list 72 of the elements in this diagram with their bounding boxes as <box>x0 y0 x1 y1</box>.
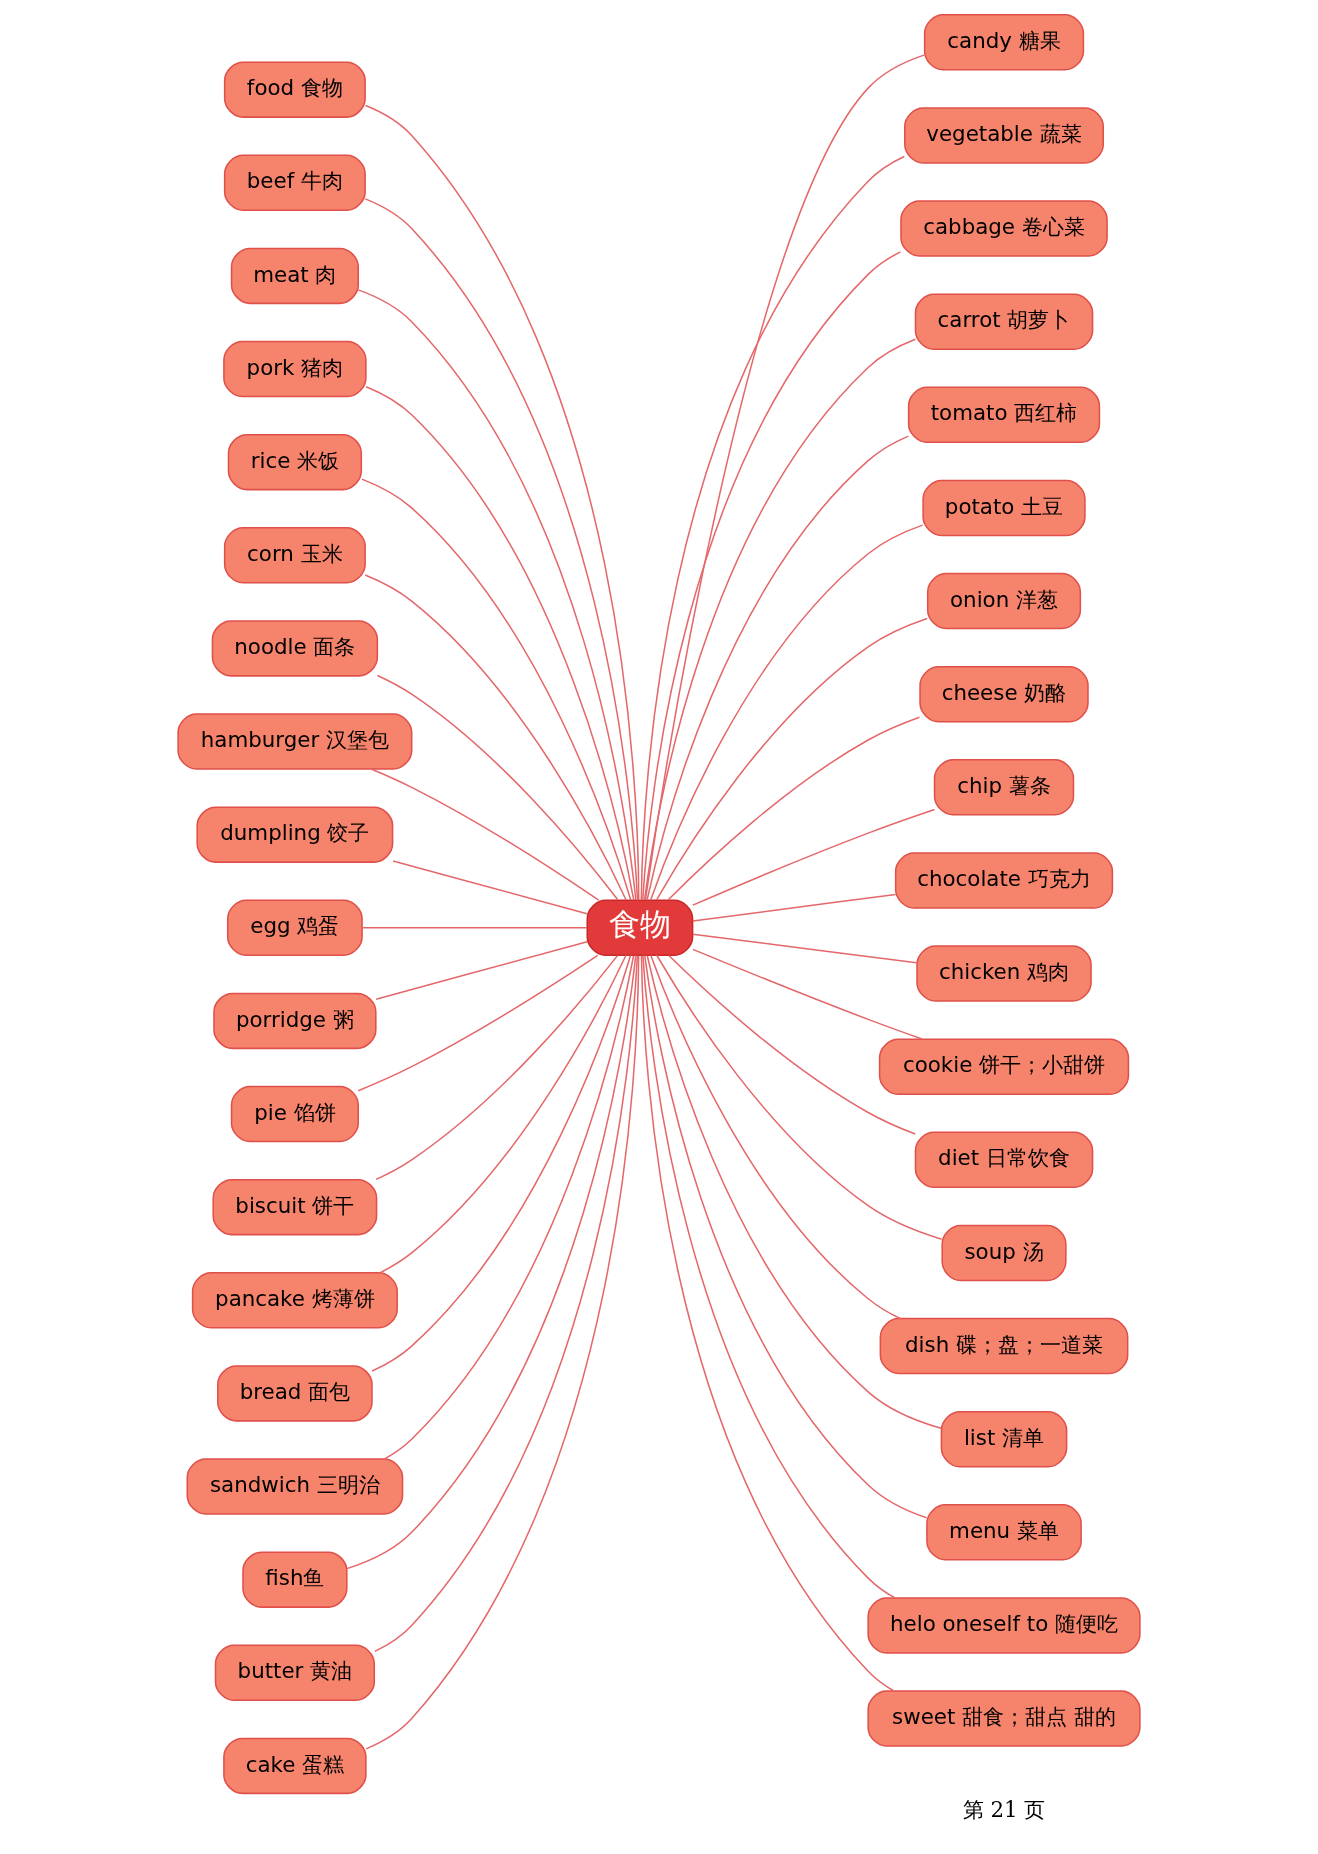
node-box: menu 菜单 <box>926 1504 1082 1561</box>
node-box: rice 米饭 <box>227 433 363 491</box>
connector <box>365 386 635 901</box>
node-box: pork 猪肉 <box>223 340 367 398</box>
connector <box>644 54 925 901</box>
node-box: bread 面包 <box>217 1365 373 1422</box>
node-box: potato 土豆 <box>922 479 1086 537</box>
node-box: chocolate 巧克力 <box>894 852 1114 909</box>
connector <box>361 927 588 929</box>
connector <box>370 768 600 901</box>
connector <box>656 954 943 1240</box>
connector <box>668 955 917 1135</box>
node-box: fish鱼 <box>242 1551 348 1608</box>
connector <box>365 954 640 1750</box>
node-box: diet 日常饮食 <box>914 1131 1094 1189</box>
node-box: vegetable 蔬菜 <box>904 107 1104 164</box>
node-box: soup 汤 <box>941 1224 1067 1282</box>
connector <box>692 808 936 906</box>
node-box: chicken 鸡肉 <box>916 945 1092 1002</box>
connector <box>375 954 619 1181</box>
connector <box>371 954 632 1372</box>
node-box: pie 馅饼 <box>230 1085 359 1143</box>
node-box: butter 黄油 <box>214 1644 376 1701</box>
node-box: egg 鸡蛋 <box>226 899 363 956</box>
node-box: chip 薯条 <box>933 759 1075 816</box>
node-box: dish 碟；盘；一道菜 <box>879 1317 1129 1375</box>
connector <box>655 617 928 901</box>
connector <box>357 954 599 1092</box>
connector <box>646 435 910 901</box>
connector <box>357 289 637 901</box>
node-box: cabbage 卷心菜 <box>900 200 1108 257</box>
node-box: onion 洋葱 <box>926 572 1082 630</box>
node-box: carrot 胡萝卜 <box>914 293 1094 350</box>
connector <box>376 674 619 901</box>
connector <box>392 860 588 915</box>
node-box: noodle 面条 <box>211 620 379 677</box>
node-box: cake 蛋糕 <box>223 1737 367 1795</box>
node-box: sweet 甜食；甜点 甜的 <box>867 1690 1141 1747</box>
node-box: sandwich 三明治 <box>186 1458 404 1515</box>
node-box: cookie 饼干；小甜饼 <box>878 1038 1130 1095</box>
connector <box>346 954 637 1570</box>
connector <box>361 478 632 901</box>
connector <box>643 954 928 1519</box>
node-box: pancake 烤薄饼 <box>191 1272 398 1329</box>
connector <box>643 338 917 901</box>
connector <box>364 574 627 901</box>
label: 第 21 页 <box>962 1797 1046 1823</box>
node-box: helo oneself to 随便吃 <box>867 1597 1141 1654</box>
node-box: cheese 奶酪 <box>919 665 1089 723</box>
connector <box>650 954 901 1320</box>
node-box: porridge 粥 <box>213 992 377 1050</box>
connector <box>379 954 627 1274</box>
node-box: biscuit 饼干 <box>212 1178 378 1236</box>
node-box: corn 玉米 <box>223 527 366 584</box>
node-box: beef 牛肉 <box>223 154 366 211</box>
connector <box>692 893 897 922</box>
connector <box>375 940 588 1000</box>
connector <box>692 948 923 1040</box>
node-box: candy 糖果 <box>923 14 1085 71</box>
connector <box>649 524 924 901</box>
node-box: dumpling 饺子 <box>196 806 394 863</box>
node-box: meat 肉 <box>230 247 359 305</box>
connector <box>692 933 918 964</box>
node-box: hamburger 汉堡包 <box>177 713 413 770</box>
node-box: list 清单 <box>940 1410 1068 1468</box>
node-box: food 食物 <box>223 61 366 118</box>
connector <box>646 955 942 1429</box>
connector <box>374 955 639 1653</box>
connector <box>667 716 921 901</box>
connector <box>383 955 635 1460</box>
node-box: tomato 西红柿 <box>907 386 1101 444</box>
node-box: 食物 <box>586 899 694 956</box>
